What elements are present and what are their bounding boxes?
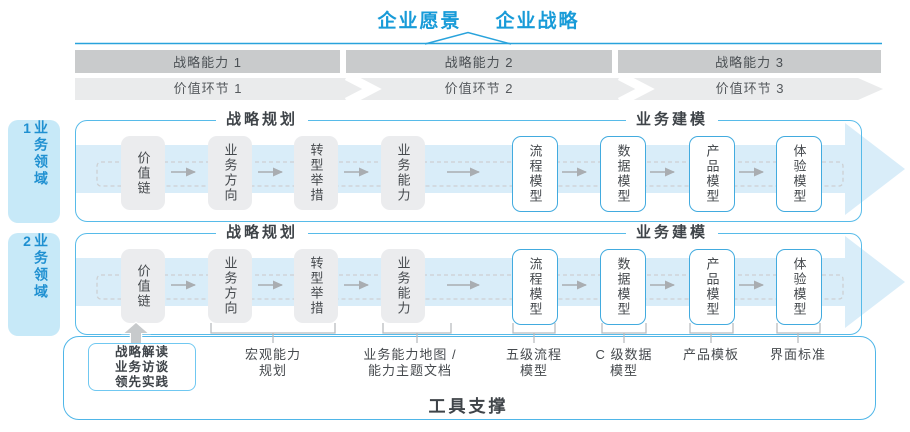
box-product-model-d2: 产品模型	[689, 249, 735, 325]
value-link-label-1: 价值环节 1	[173, 81, 243, 96]
box-product-model-d1: 产品模型	[689, 136, 735, 212]
page-title: 企业愿景 企业战略	[75, 6, 882, 33]
box-label: 业务方向	[222, 143, 238, 203]
caret-icon	[424, 31, 512, 45]
box-label: 产品模型	[704, 144, 720, 204]
box-process-model-d1: 流程模型	[512, 136, 558, 212]
box-label: 转型举措	[308, 143, 324, 203]
domain-label-2: 业务领域 2	[8, 233, 60, 336]
box-label: 流程模型	[527, 144, 543, 204]
box-transformation-initiatives-d1: 转型举措	[294, 136, 338, 210]
dashed-track	[96, 161, 844, 187]
dashed-track	[96, 274, 844, 300]
box-label: 体验模型	[791, 257, 807, 317]
capability-bar-segment-2: 战略能力 2	[346, 50, 612, 73]
modeling-header-2: 业务建模	[625, 224, 719, 242]
practice-box: 战略解读 业务访谈 领先实践	[88, 343, 196, 391]
value-bar-arrow	[75, 78, 883, 100]
annotation-line: 界面标准	[769, 347, 827, 362]
modeling-header-1: 业务建模	[625, 111, 719, 129]
value-bar-chevron-icon	[617, 72, 655, 106]
box-label: 流程模型	[527, 257, 543, 317]
strategy-title: 企业战略	[495, 11, 580, 32]
value-link-label-3: 价值环节 3	[715, 81, 785, 96]
annotation-ui-standard: 界面标准	[770, 347, 826, 363]
annotation-line: 五级流程	[505, 347, 563, 362]
annotation-capability-map-docs: 业务能力地图 / 能力主题文档	[363, 347, 456, 379]
box-data-model-d1: 数据模型	[600, 136, 646, 212]
bracket-icon	[512, 323, 556, 343]
domain-label-text: 业务领域 1	[19, 120, 49, 188]
tool-support-container	[63, 336, 876, 420]
annotation-c-level-data-model: C 级数据 模型	[595, 347, 652, 379]
value-bar-chevron-icon	[344, 72, 382, 106]
box-label: 业务方向	[222, 256, 238, 316]
annotation-line: 模型	[609, 363, 639, 378]
capability-label: 战略能力 2	[444, 55, 514, 70]
annotation-line: 模型	[519, 363, 549, 378]
box-label: 价值链	[135, 263, 151, 309]
top-decoration	[75, 31, 883, 106]
bracket-icon	[382, 323, 452, 343]
annotation-line: 能力主题文档	[367, 363, 453, 378]
bracket-icon	[689, 323, 734, 343]
capability-bar-segment-3: 战略能力 3	[618, 50, 881, 73]
box-business-direction-d1: 业务方向	[208, 136, 252, 210]
box-value-chain-d1: 价值链	[121, 136, 165, 210]
box-value-chain-d2: 价值链	[121, 249, 165, 323]
box-business-capability-d1: 业务能力	[381, 136, 425, 210]
domain-label-1: 业务领域 1	[8, 120, 60, 223]
bracket-icon	[776, 323, 821, 343]
practice-line: 战略解读	[114, 344, 169, 359]
capability-label: 战略能力 1	[173, 55, 242, 70]
box-label: 业务能力	[395, 143, 411, 203]
capability-bar-segment-1: 战略能力 1	[75, 50, 340, 73]
box-experience-model-d2: 体验模型	[776, 249, 822, 325]
annotation-line: 业务能力地图 /	[363, 347, 457, 362]
box-label: 价值链	[135, 150, 151, 196]
annotation-l5-process-model: 五级流程 模型	[506, 347, 562, 379]
vision-title: 企业愿景	[377, 11, 462, 32]
box-process-model-d2: 流程模型	[512, 249, 558, 325]
planning-header-2: 战略规划	[215, 224, 309, 242]
planning-header-1: 战略规划	[215, 111, 309, 129]
annotation-product-template: 产品模板	[683, 347, 739, 363]
value-link-label-2: 价值环节 2	[444, 81, 514, 96]
box-transformation-initiatives-d2: 转型举措	[294, 249, 338, 323]
bracket-icon	[601, 323, 647, 343]
annotation-line: C 级数据	[595, 347, 653, 362]
practice-line: 领先实践	[114, 374, 169, 389]
box-label: 数据模型	[615, 144, 631, 204]
box-business-capability-d2: 业务能力	[381, 249, 425, 323]
up-arrow-icon	[121, 321, 151, 345]
box-label: 业务能力	[395, 256, 411, 316]
box-business-direction-d2: 业务方向	[208, 249, 252, 323]
connector-brackets	[121, 321, 821, 345]
box-label: 产品模型	[704, 257, 720, 317]
box-data-model-d2: 数据模型	[600, 249, 646, 325]
tool-support-label: 工具支撑	[428, 397, 509, 416]
annotation-line: 宏观能力	[244, 347, 302, 362]
annotation-line: 规划	[258, 363, 288, 378]
capability-label: 战略能力 3	[715, 55, 784, 70]
annotation-macro-capability-planning: 宏观能力 规划	[245, 347, 301, 379]
box-label: 转型举措	[308, 256, 324, 316]
box-label: 数据模型	[615, 257, 631, 317]
box-experience-model-d1: 体验模型	[776, 136, 822, 212]
domain-label-text: 业务领域 2	[19, 233, 49, 301]
annotation-line: 产品模板	[682, 347, 740, 362]
box-label: 体验模型	[791, 144, 807, 204]
practice-line: 业务访谈	[114, 359, 169, 374]
bracket-icon	[210, 323, 336, 343]
